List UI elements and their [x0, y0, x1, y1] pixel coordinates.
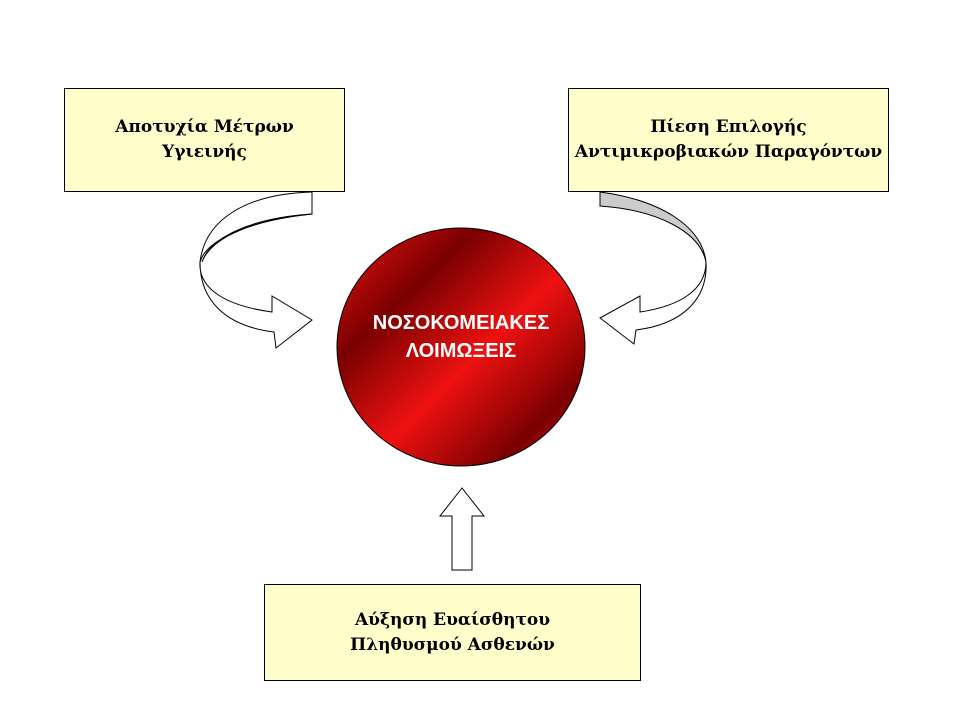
- factor-box-antimicrobial-line-2: Αντιμικροβιακών Παραγόντων: [574, 142, 883, 162]
- left-arrow-shaft-top: [199, 191, 313, 263]
- left-arrow-body: [199, 261, 313, 349]
- factor-box-hygiene-line-2: Υγιεινής: [162, 142, 247, 162]
- right-arrow-body: [599, 261, 707, 345]
- factor-box-population-line-1: Αύξηση Ευαίσθητου: [354, 609, 551, 630]
- center-circle: [336, 227, 586, 467]
- bottom-up-arrow: [438, 487, 486, 571]
- center-label-line-2: ΛΟΙΜΩΞΕΙΣ: [405, 340, 517, 362]
- factor-box-population-line-2: Πληθυσμού Ασθενών: [350, 634, 555, 655]
- right-arrow-underside: [599, 191, 707, 263]
- right-curved-arrow: [599, 191, 707, 345]
- factor-box-antimicrobial-line-1: Πίεση Επιλογής: [650, 117, 807, 137]
- factor-box-susceptible-population: Αύξηση Ευαίσθητου Πληθυσμού Ασθενών: [264, 584, 641, 681]
- factor-box-hygiene-failure: Αποτυχία Μέτρων Υγιεινής: [64, 88, 345, 192]
- left-arrow-underside: [201, 192, 313, 263]
- factor-box-antimicrobial-pressure: Πίεση Επιλογής Αντιμικροβιακών Παραγόντω…: [568, 88, 889, 192]
- center-label: ΝΟΣΟΚΟΜΕΙΑΚΕΣ ΛΟΙΜΩΞΕΙΣ: [337, 218, 585, 456]
- factor-box-hygiene-line-1: Αποτυχία Μέτρων: [115, 117, 294, 137]
- left-curved-arrow: [199, 191, 313, 349]
- center-label-line-1: ΝΟΣΟΚΟΜΕΙΑΚΕΣ: [372, 312, 550, 334]
